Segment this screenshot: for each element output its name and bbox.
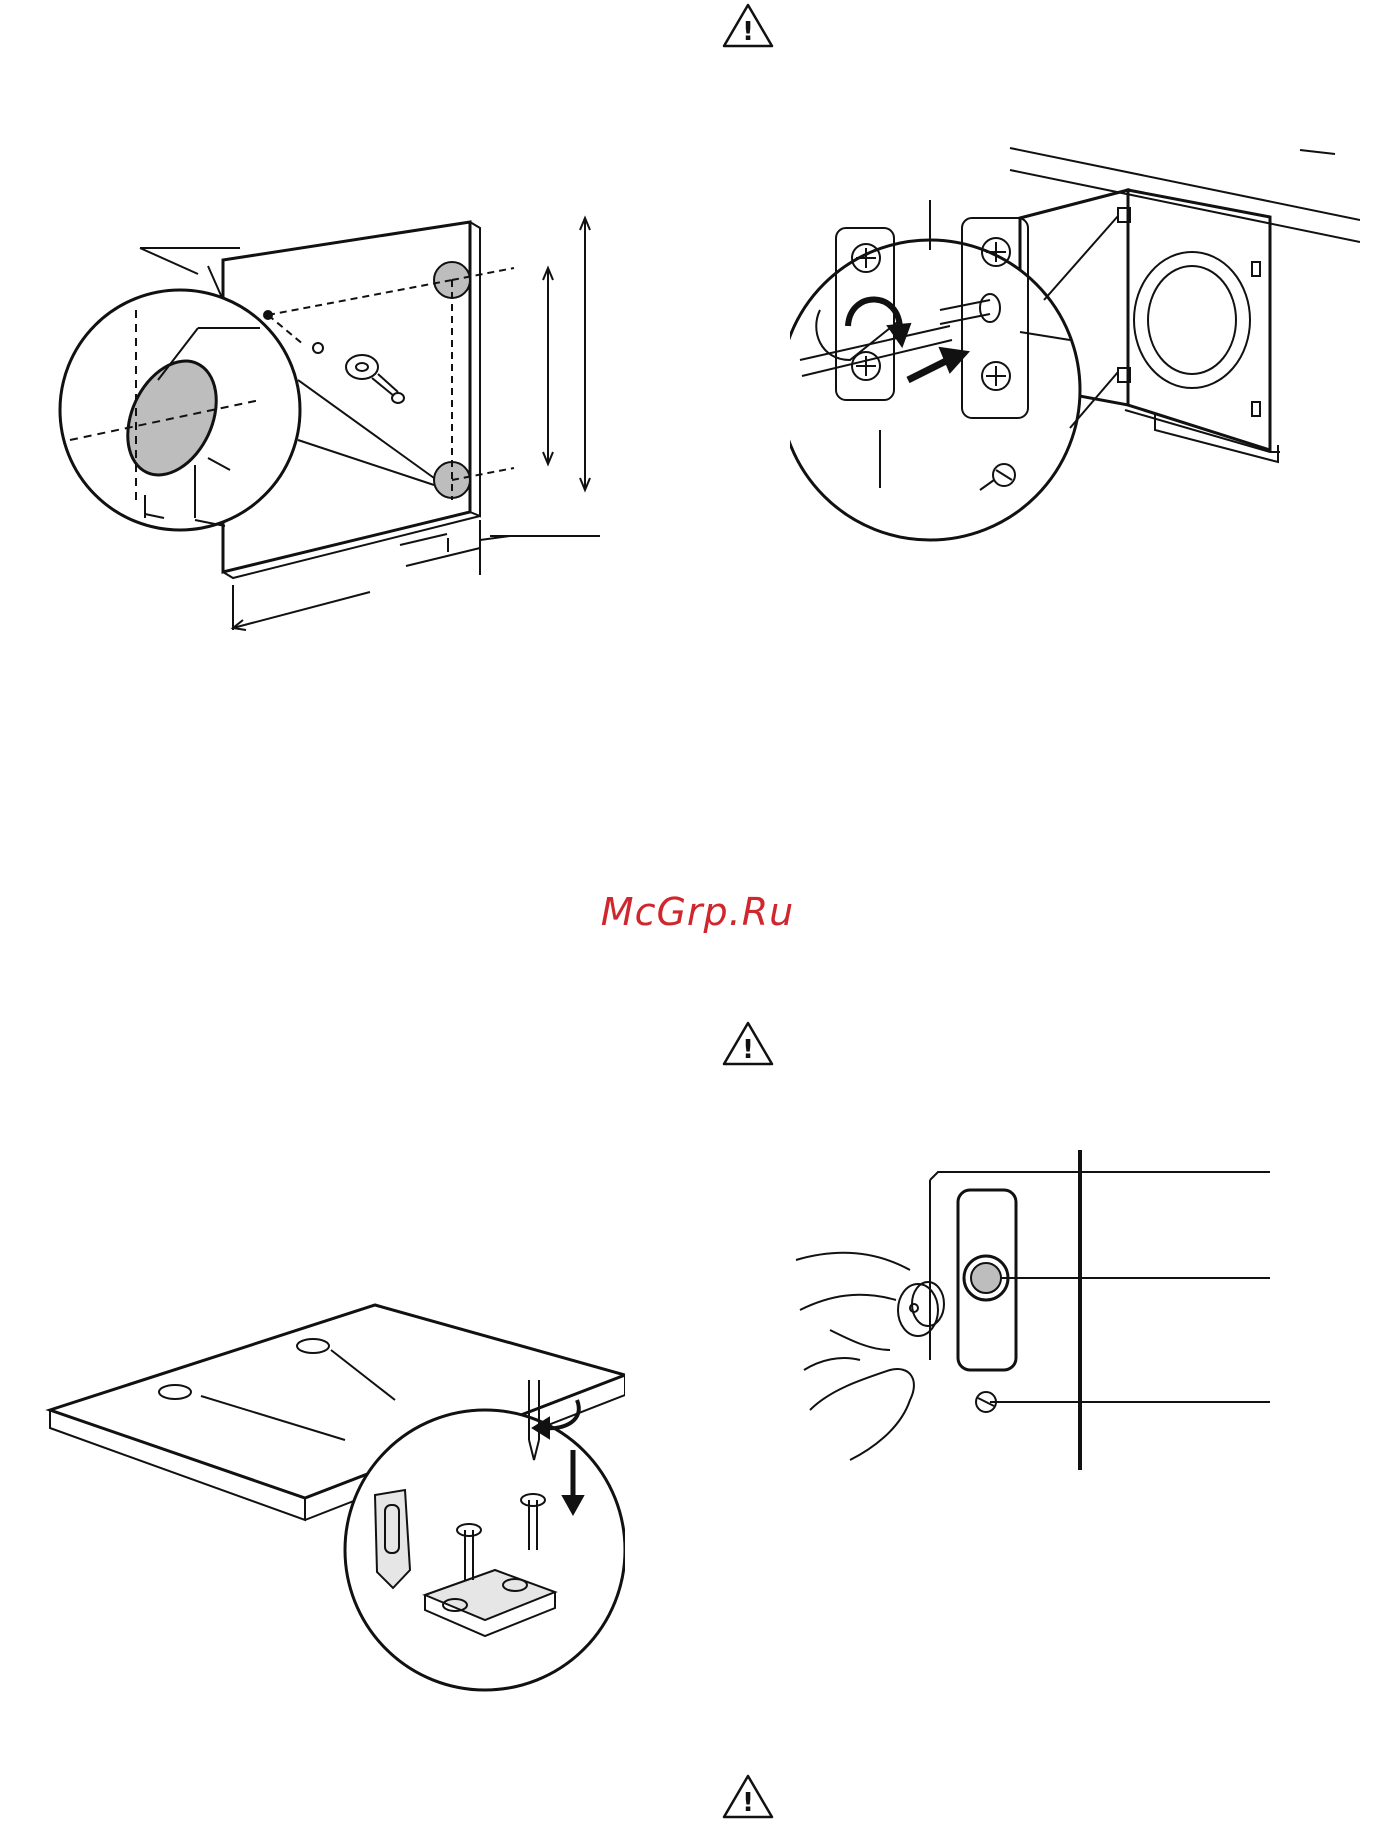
svg-text:!: ! xyxy=(742,17,754,47)
svg-text:!: ! xyxy=(742,1788,754,1818)
warning-icon: ! xyxy=(721,1773,775,1821)
svg-text:!: ! xyxy=(742,1035,754,1065)
hinge-screwdriver-diagram-icon xyxy=(790,140,1360,560)
worktop-bracket-diagram-icon xyxy=(45,1300,625,1720)
warning-icon: ! xyxy=(721,1020,775,1068)
warning-icon: ! xyxy=(721,2,775,50)
watermark-text: McGrp.Ru xyxy=(0,890,1395,934)
door-panel-diagram-icon xyxy=(40,200,630,640)
magnet-catch-diagram-icon xyxy=(790,1130,1280,1480)
